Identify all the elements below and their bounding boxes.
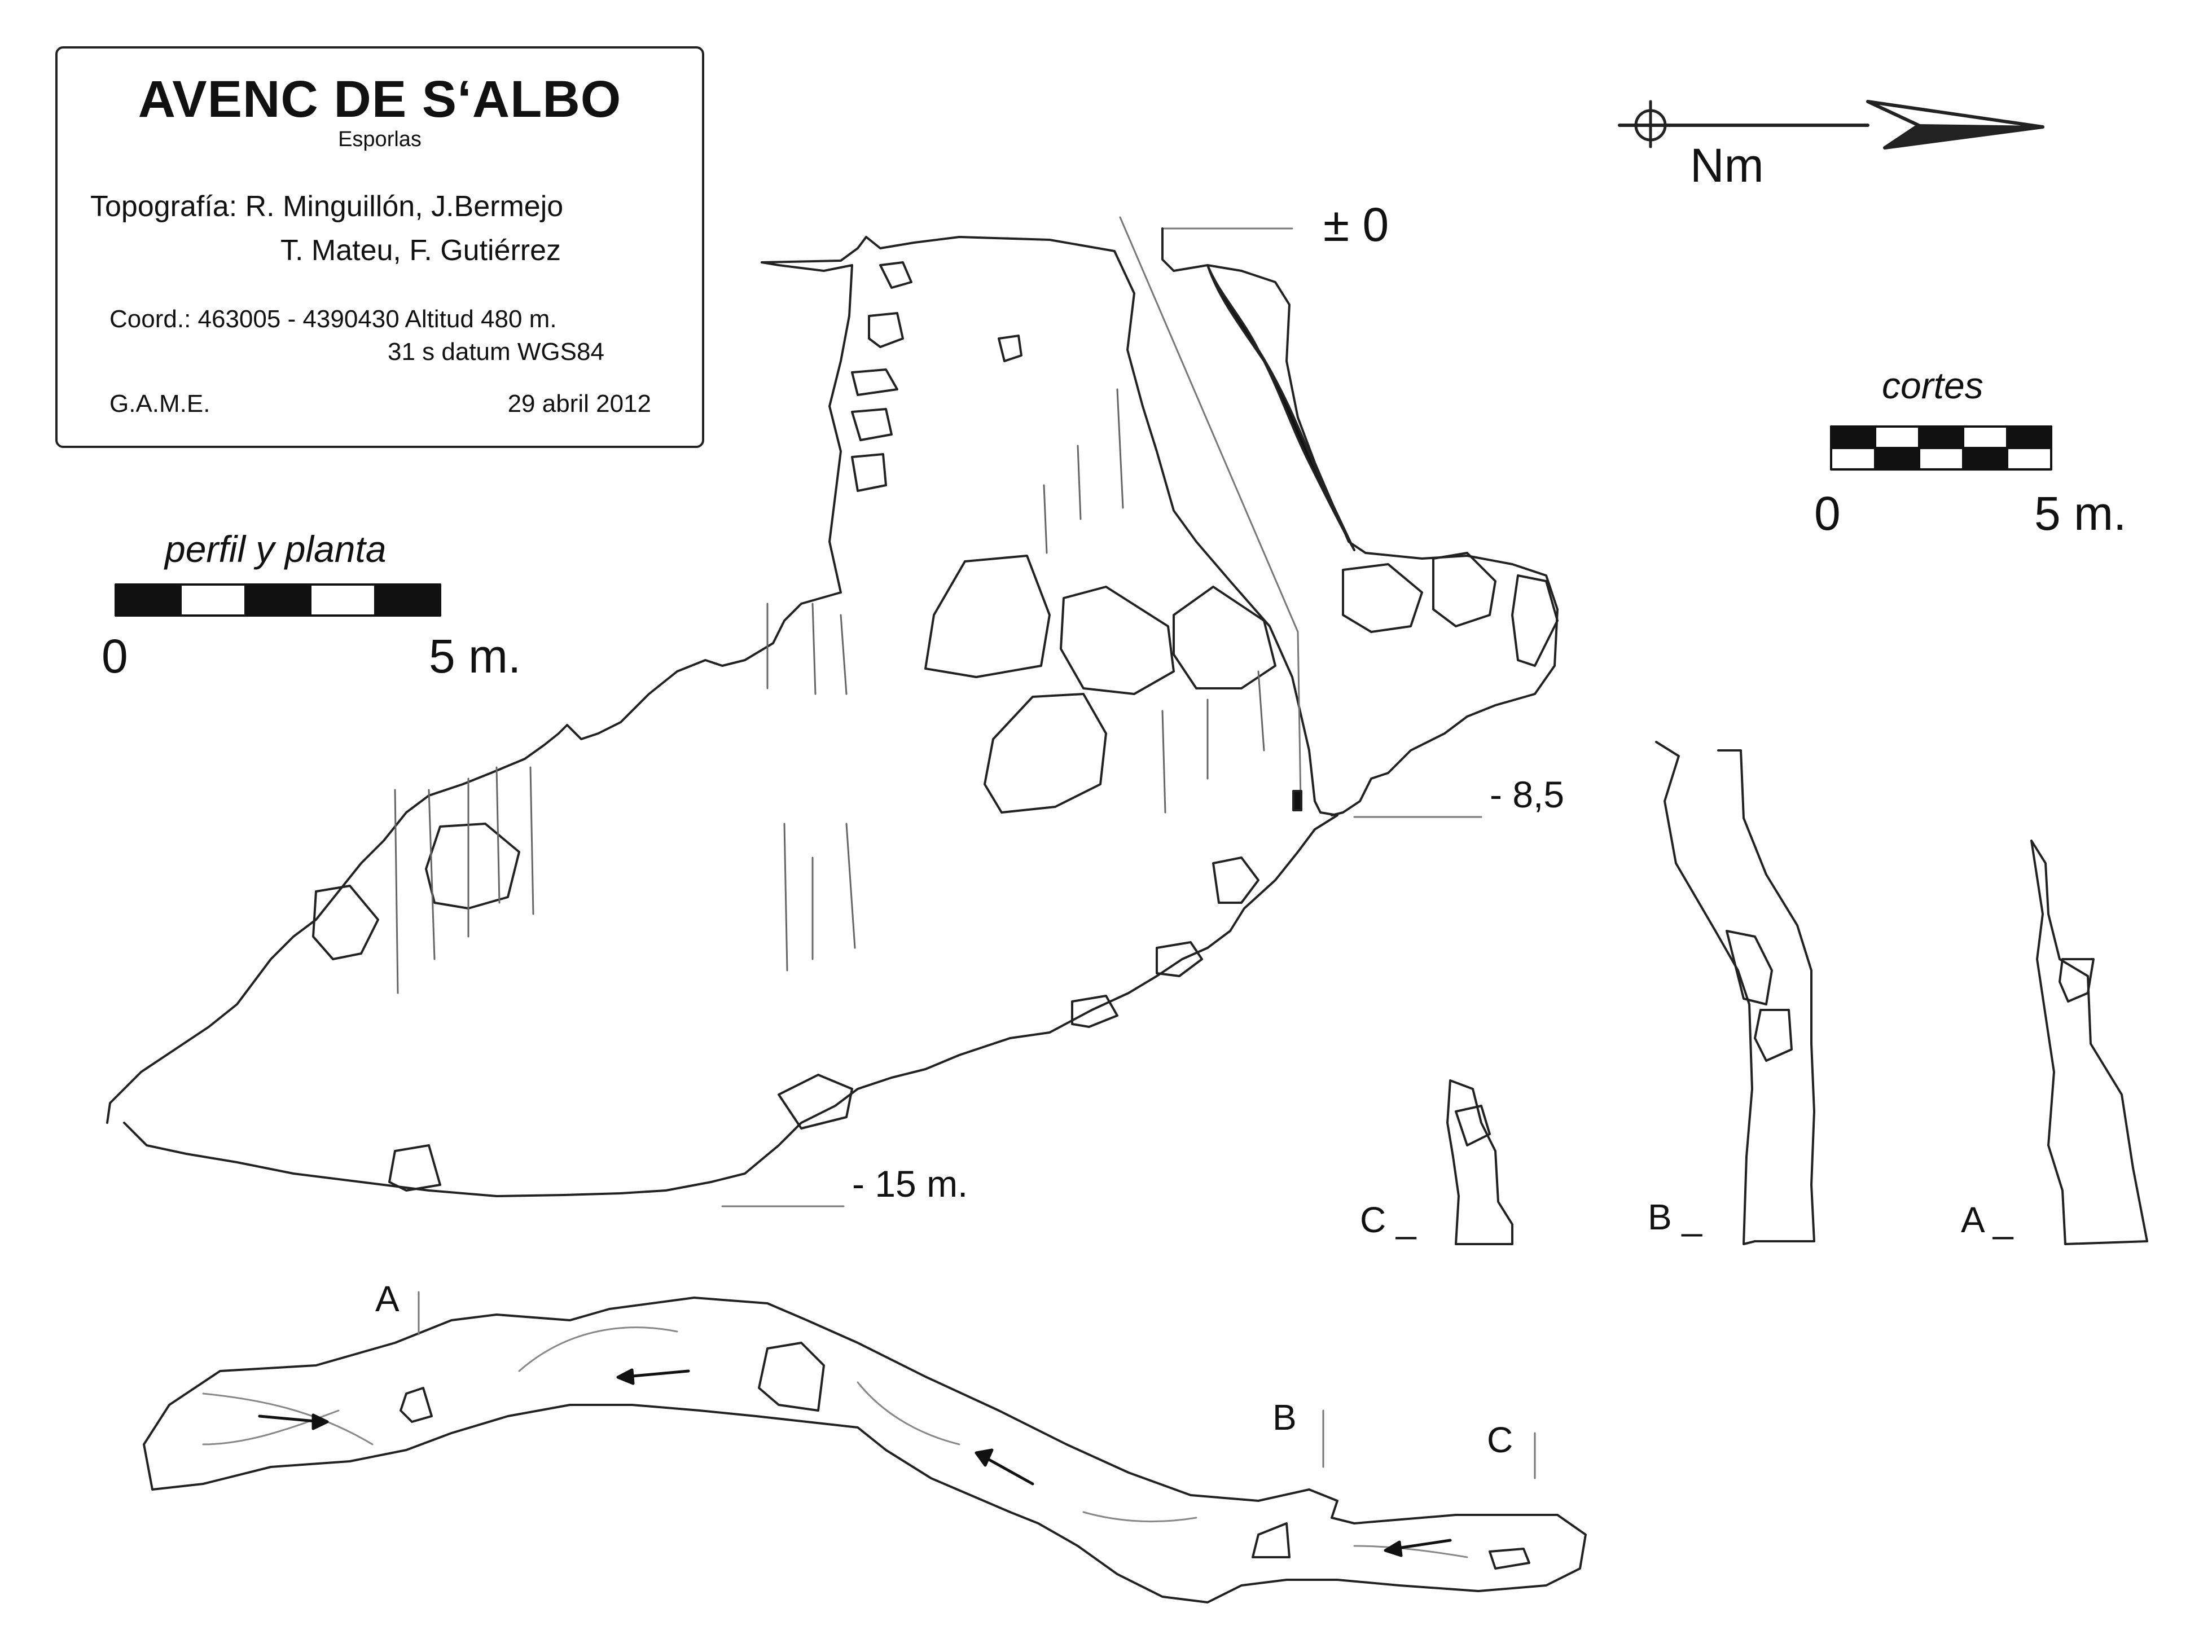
plan-label-a: A bbox=[375, 1278, 400, 1319]
coordinates-line1: Coord.: 463005 - 4390430 Altitud 480 m. bbox=[109, 305, 557, 333]
cross-section-c bbox=[1446, 1079, 1513, 1245]
plan-label-c: C bbox=[1487, 1420, 1513, 1460]
cross-section-a bbox=[2030, 840, 2148, 1245]
section-label-a: A _ bbox=[1961, 1200, 2013, 1240]
title-block: AVENC DE S‘ALBO Esporlas Topografía: R. … bbox=[55, 46, 704, 448]
scale-start-profile-plan: 0 bbox=[102, 630, 128, 683]
organization: G.A.M.E. bbox=[109, 390, 210, 418]
north-arrow-icon bbox=[1618, 100, 2044, 150]
cave-profile bbox=[106, 216, 1559, 1197]
depth-reference-lines bbox=[721, 227, 1482, 1207]
north-label: Nm bbox=[1690, 139, 1764, 192]
scale-start-sections: 0 bbox=[1814, 487, 1841, 540]
scale-bar-profile-plan bbox=[115, 583, 441, 617]
cross-section-b bbox=[1655, 741, 1815, 1245]
survey-date: 29 abril 2012 bbox=[507, 390, 651, 418]
coordinates-line2: 31 s datum WGS84 bbox=[388, 338, 604, 366]
scale-caption-profile-plan: perfil y planta bbox=[165, 528, 387, 570]
cave-plan bbox=[143, 1291, 1587, 1603]
cave-location: Esporlas bbox=[338, 128, 422, 151]
section-label-c: C _ bbox=[1360, 1200, 1416, 1240]
plan-label-b: B bbox=[1272, 1397, 1297, 1438]
scale-end-sections: 5 m. bbox=[2034, 487, 2127, 540]
depth-label-bottom: - 15 m. bbox=[852, 1163, 968, 1205]
scale-end-profile-plan: 5 m. bbox=[429, 630, 521, 683]
depth-label-mid: - 8,5 bbox=[1490, 774, 1565, 815]
topography-credits-line1: Topografía: R. Minguillón, J.Bermejo bbox=[90, 190, 564, 223]
scale-caption-sections: cortes bbox=[1882, 364, 1983, 406]
scale-bar-sections bbox=[1830, 425, 2052, 471]
topography-credits-line2: T. Mateu, F. Gutiérrez bbox=[280, 234, 561, 267]
depth-label-surface: ± 0 bbox=[1323, 198, 1389, 251]
section-label-b: B _ bbox=[1648, 1197, 1702, 1237]
cave-title: AVENC DE S‘ALBO bbox=[138, 71, 622, 128]
